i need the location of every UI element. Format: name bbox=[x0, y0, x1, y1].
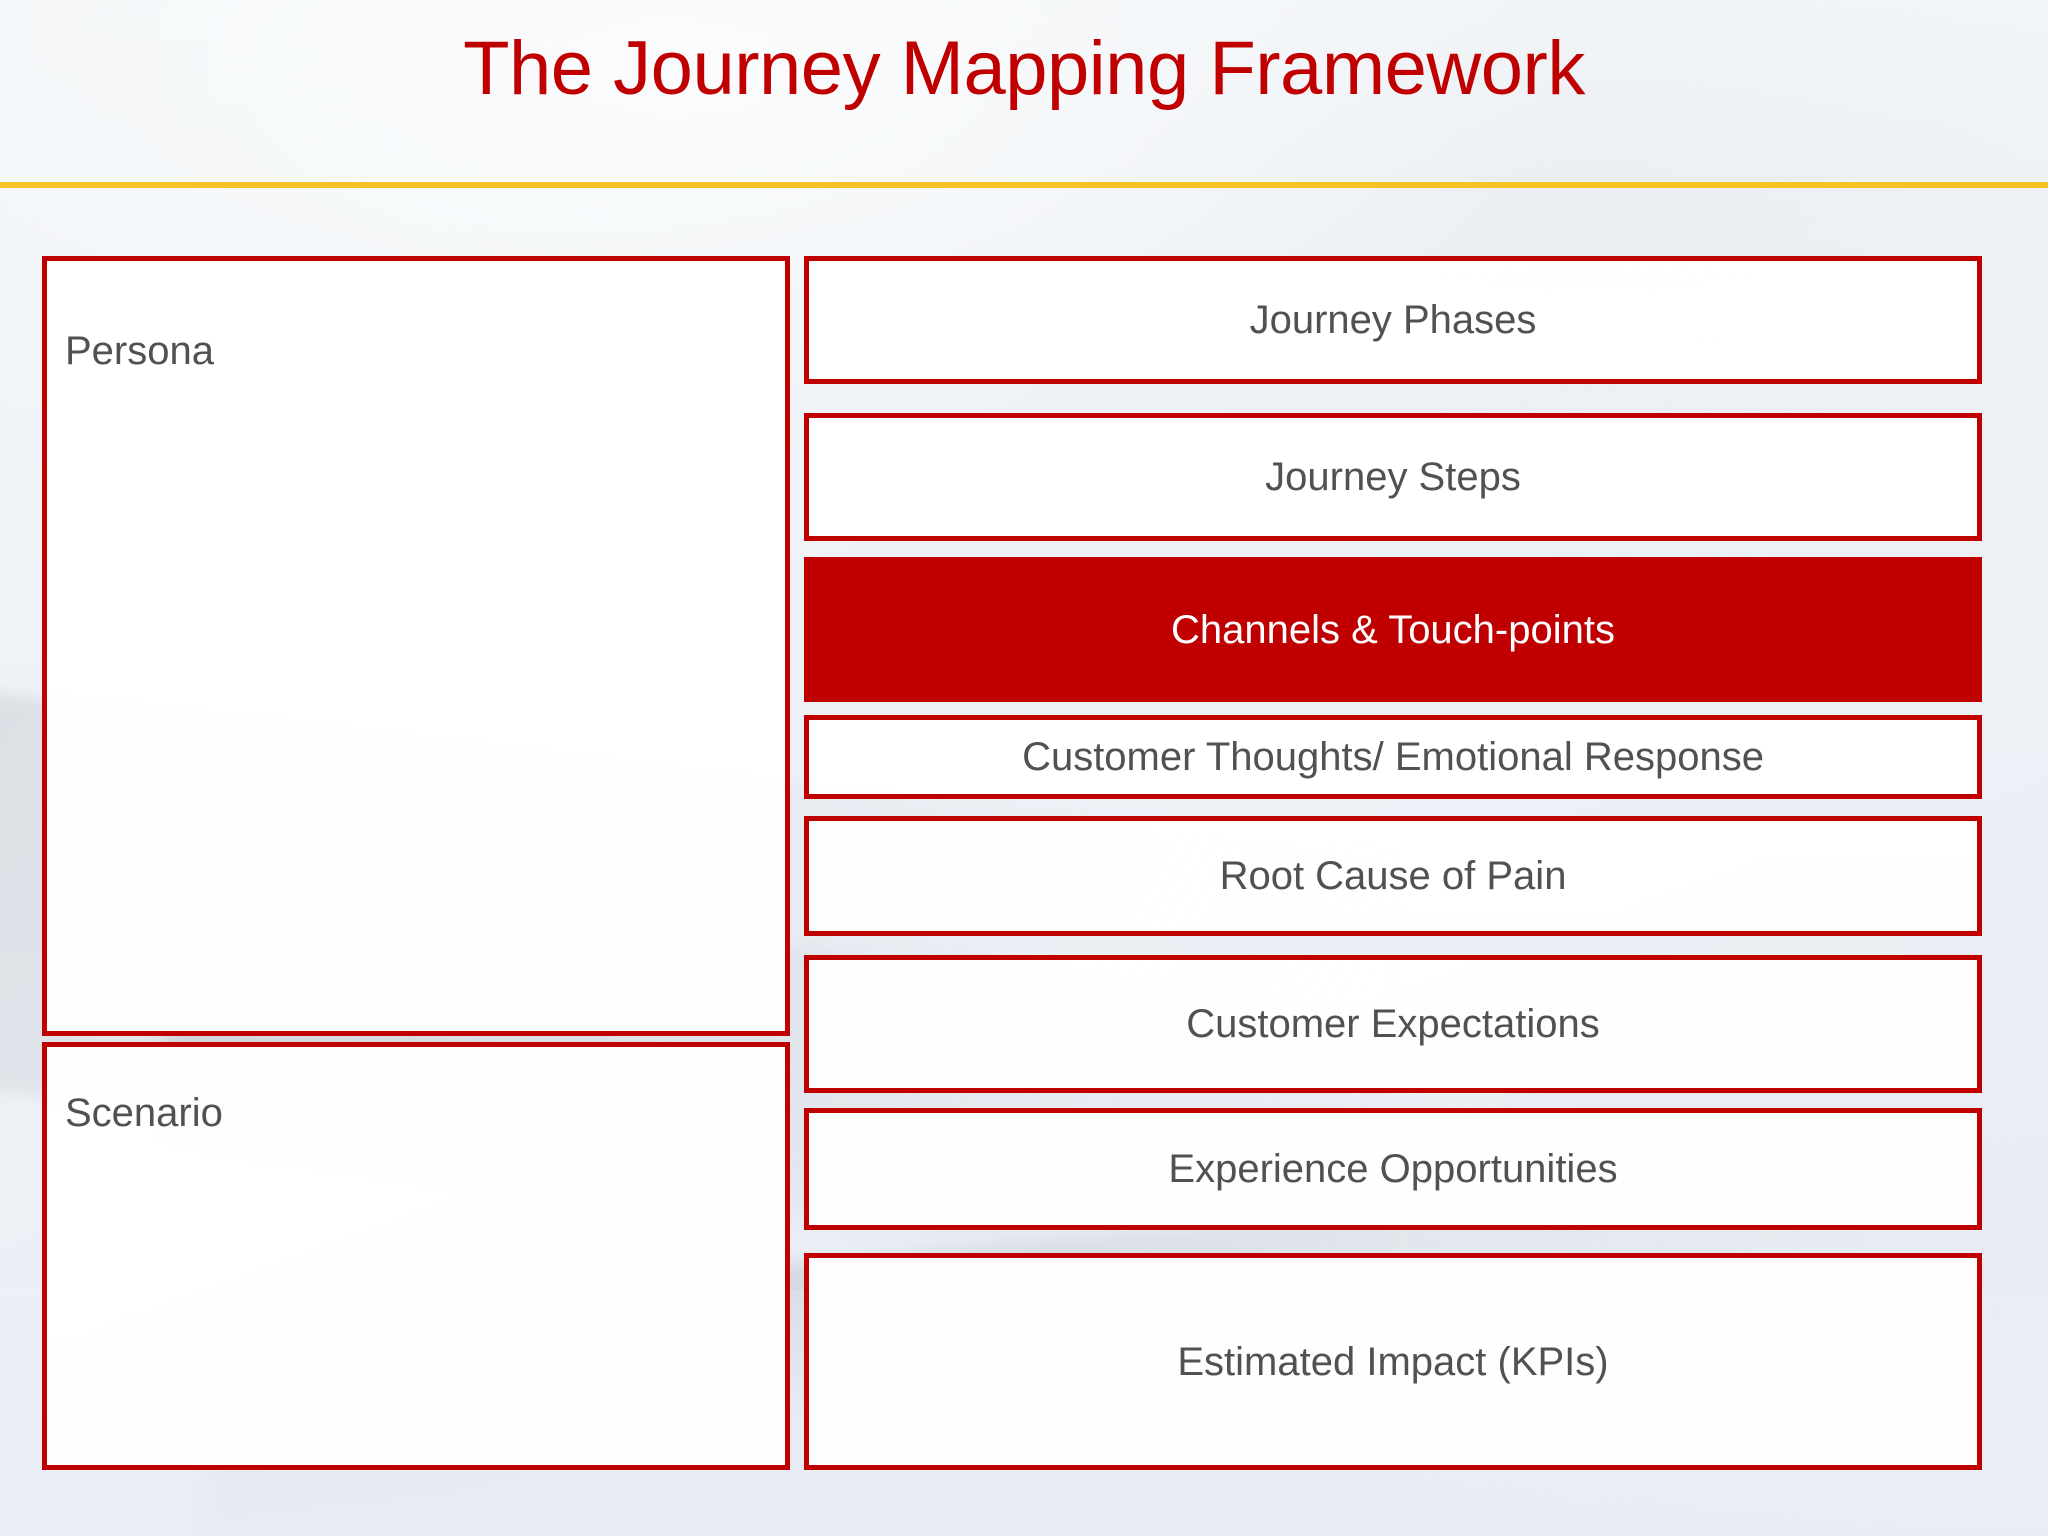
persona-box-label: Persona bbox=[65, 329, 214, 373]
channels-touchpoints-box[interactable]: Channels & Touch-points bbox=[804, 557, 1982, 702]
customer-expectations-box[interactable]: Customer Expectations bbox=[804, 955, 1982, 1093]
customer-thoughts-label: Customer Thoughts/ Emotional Response bbox=[1022, 735, 1764, 779]
channels-touchpoints-label: Channels & Touch-points bbox=[1171, 607, 1615, 652]
customer-thoughts-box[interactable]: Customer Thoughts/ Emotional Response bbox=[804, 715, 1982, 799]
journey-phases-label: Journey Phases bbox=[1249, 298, 1537, 342]
page-title: The Journey Mapping Framework bbox=[463, 26, 1585, 111]
title-divider-rule bbox=[0, 182, 2048, 188]
journey-steps-label: Journey Steps bbox=[1265, 455, 1521, 499]
experience-opportunities-label: Experience Opportunities bbox=[1168, 1147, 1618, 1191]
estimated-impact-box[interactable]: Estimated Impact (KPIs) bbox=[804, 1253, 1982, 1470]
scenario-box[interactable]: Scenario bbox=[42, 1042, 790, 1470]
persona-box[interactable]: Persona bbox=[42, 256, 790, 1036]
journey-steps-box[interactable]: Journey Steps bbox=[804, 413, 1982, 541]
root-cause-of-pain-box[interactable]: Root Cause of Pain bbox=[804, 816, 1982, 936]
customer-expectations-label: Customer Expectations bbox=[1186, 1002, 1600, 1046]
title-band: The Journey Mapping Framework bbox=[0, 0, 2048, 184]
root-cause-of-pain-label: Root Cause of Pain bbox=[1219, 854, 1567, 898]
scenario-box-label: Scenario bbox=[65, 1091, 223, 1135]
journey-phases-box[interactable]: Journey Phases bbox=[804, 256, 1982, 384]
experience-opportunities-box[interactable]: Experience Opportunities bbox=[804, 1108, 1982, 1230]
estimated-impact-label: Estimated Impact (KPIs) bbox=[1177, 1339, 1609, 1384]
